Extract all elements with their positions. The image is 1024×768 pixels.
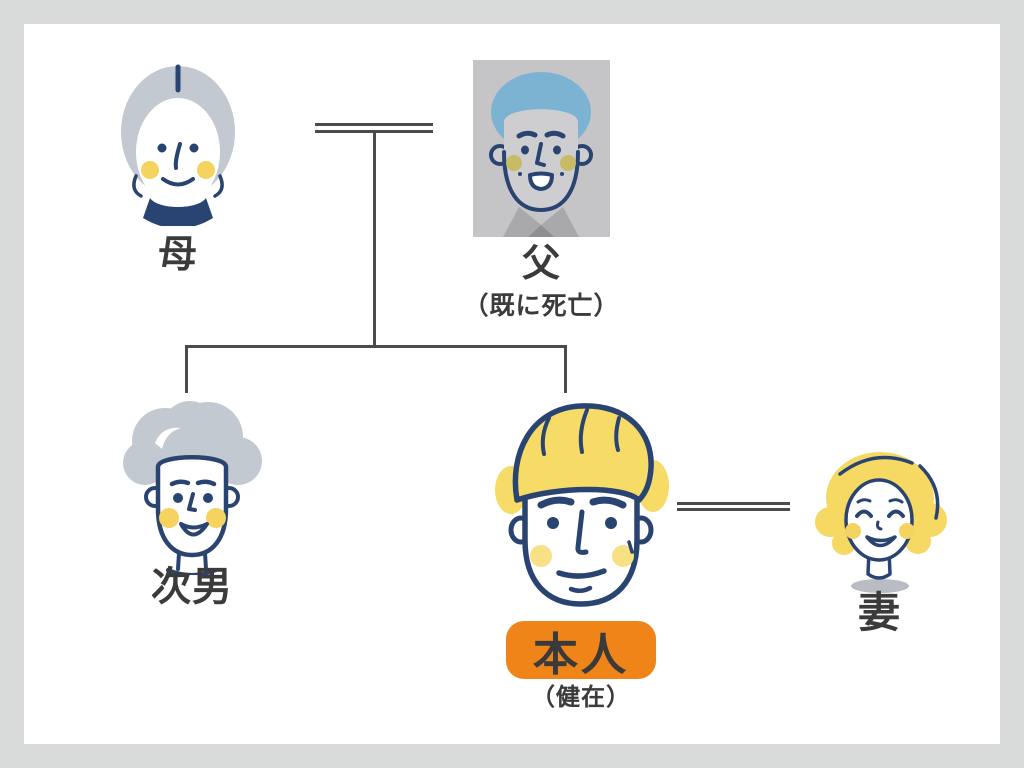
father-status-label: （既に死亡） [463, 291, 620, 320]
wife-illustration [812, 446, 947, 596]
second-son-label: 次男 [151, 564, 233, 610]
wife-face-icon [815, 452, 947, 593]
second-son-face-icon [123, 401, 262, 575]
mother-label: 母 [158, 232, 198, 276]
marriage-line-principal [677, 502, 790, 511]
father-face-icon [473, 60, 610, 237]
sibling-bar-horizontal [185, 345, 567, 348]
principal-highlight-badge: 本人 [506, 621, 656, 681]
sibling-stub-right [564, 345, 567, 393]
descent-line-vertical [373, 131, 376, 345]
wife-label: 妻 [857, 588, 901, 637]
principal-illustration [483, 392, 679, 614]
sibling-stub-left [185, 345, 188, 393]
principal-status-label: （健在） [531, 683, 631, 711]
family-tree-canvas: 母 父 [24, 24, 1000, 744]
principal-label: 本人 [532, 627, 629, 681]
father-photo-illustration [473, 60, 610, 237]
second-son-illustration [118, 397, 266, 575]
father-label: 父 [521, 241, 561, 285]
principal-face-icon [495, 403, 669, 607]
mother-face-icon [121, 64, 235, 226]
mother-illustration [112, 60, 244, 226]
